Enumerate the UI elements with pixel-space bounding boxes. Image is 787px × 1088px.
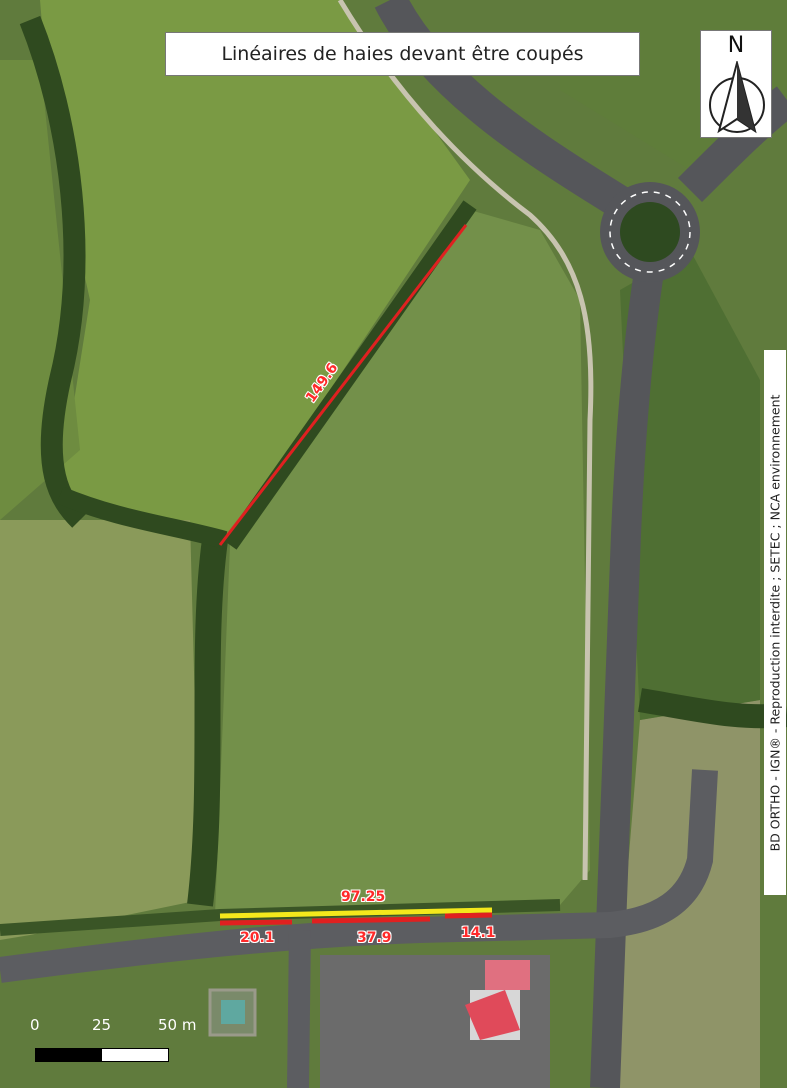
road-access	[287, 929, 311, 1088]
scale-label-end: 50 m	[158, 1016, 197, 1034]
scale-bar-white	[102, 1049, 168, 1061]
hedge-length-label: 14.1	[461, 925, 496, 941]
hedge-length-label: 37.9	[357, 930, 392, 946]
hedgerow-south	[0, 899, 561, 936]
hedge-length-label: 97.25	[341, 889, 386, 905]
hedge-line-20	[219, 919, 293, 926]
hedge-line-14	[444, 912, 493, 919]
hedge-line-97	[219, 907, 493, 919]
hedge-line-149	[218, 224, 468, 546]
hedgerow-link	[56, 486, 228, 549]
field-north-west	[40, 0, 470, 540]
hedge-length-label: 20.1	[240, 930, 275, 946]
basin-water	[221, 1000, 245, 1024]
map-title: Linéaires de haies devant être coupés	[165, 32, 640, 76]
building-roof-north	[485, 960, 530, 990]
building-red-roof	[465, 990, 520, 1040]
field-south-west	[0, 520, 200, 940]
scale-label-mid: 25	[92, 1016, 112, 1034]
scale-bar-black	[36, 1049, 102, 1061]
hedge-line-37	[311, 916, 431, 924]
credit-text: BD ORTHO - IGN® - Reproduction interdite…	[767, 394, 783, 851]
scale-bar-legend: 0 25 50 m	[10, 1010, 210, 1070]
scale-bar	[35, 1048, 169, 1062]
field-central	[215, 210, 590, 915]
compass-icon	[709, 61, 765, 134]
credit-box: BD ORTHO - IGN® - Reproduction interdite…	[764, 350, 786, 895]
farm-track	[337, 0, 594, 881]
north-arrow-box: N	[700, 30, 772, 138]
north-label: N	[727, 33, 745, 58]
roundabout-marking	[609, 191, 691, 273]
scale-label-zero: 0	[30, 1016, 40, 1034]
roundabout-center	[620, 202, 680, 262]
hedgerow-west	[19, 15, 88, 528]
road-south	[590, 262, 665, 1088]
woodland-east	[620, 250, 760, 720]
hedgerow-central	[187, 538, 228, 907]
road-east-west	[0, 769, 718, 983]
